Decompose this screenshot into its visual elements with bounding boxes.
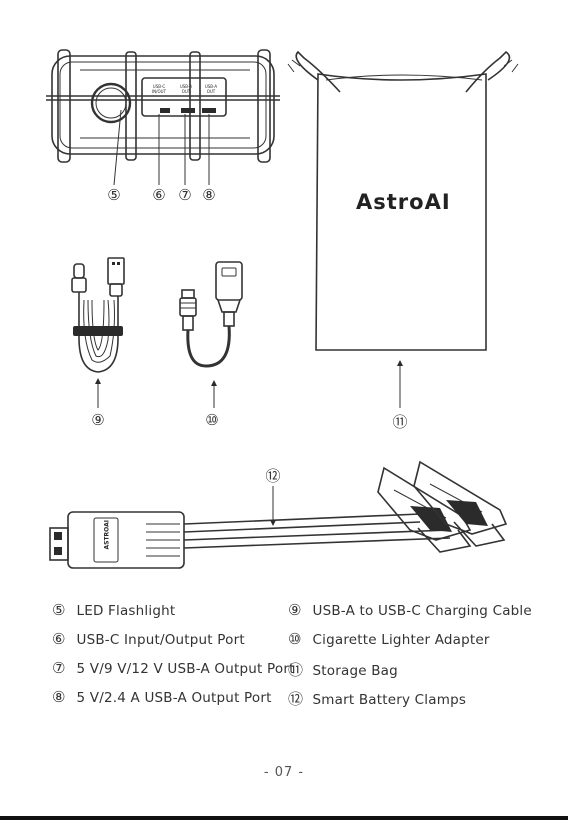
- page-number: - 07 -: [0, 765, 568, 780]
- callout-11: ⑪: [389, 411, 411, 432]
- callout-9: ⑨: [87, 411, 109, 429]
- legend-number: ⑫: [288, 688, 308, 709]
- callout-5: ⑤: [103, 186, 125, 204]
- legend-text: Storage Bag: [313, 663, 398, 679]
- legend-text: 5 V/9 V/12 V USB-A Output Port: [77, 661, 295, 677]
- legend-item-7: ⑦ 5 V/9 V/12 V USB-A Output Port: [52, 659, 295, 677]
- legend-text: Cigarette Lighter Adapter: [313, 632, 490, 648]
- callout-7: ⑦: [174, 186, 196, 204]
- legend-item-11: ⑪ Storage Bag: [288, 659, 398, 680]
- legend-number: ⑤: [52, 601, 72, 619]
- legend-text: 5 V/2.4 A USB-A Output Port: [77, 690, 272, 706]
- port-label-1: USB-C IN/OUT: [147, 84, 171, 94]
- legend-text: LED Flashlight: [77, 603, 176, 619]
- legend-number: ⑩: [288, 630, 308, 648]
- legend-number: ⑥: [52, 630, 72, 648]
- callout-10: ⑩: [201, 411, 223, 429]
- port-label-3: USB-A OUT: [200, 84, 222, 94]
- callout-6: ⑥: [148, 186, 170, 204]
- legend-item-8: ⑧ 5 V/2.4 A USB-A Output Port: [52, 688, 272, 706]
- port-label-2: USB-A OUT: [175, 84, 197, 94]
- legend-text: USB-A to USB-C Charging Cable: [313, 603, 532, 619]
- legend-item-12: ⑫ Smart Battery Clamps: [288, 688, 466, 709]
- callout-8: ⑧: [198, 186, 220, 204]
- legend-number: ⑨: [288, 601, 308, 619]
- callout-12: ⑫: [262, 465, 284, 486]
- legend-item-5: ⑤ LED Flashlight: [52, 601, 175, 619]
- clamp-box-label: ASTROAI: [104, 530, 111, 550]
- legend-item-6: ⑥ USB-C Input/Output Port: [52, 630, 245, 648]
- legend-item-9: ⑨ USB-A to USB-C Charging Cable: [288, 601, 532, 619]
- legend-text: USB-C Input/Output Port: [77, 632, 245, 648]
- legend-number: ⑧: [52, 688, 72, 706]
- bottom-rule: [0, 816, 568, 820]
- bag-brand-logo: AstroAI: [356, 190, 451, 214]
- legend-number: ⑪: [288, 659, 308, 680]
- legend-item-10: ⑩ Cigarette Lighter Adapter: [288, 630, 490, 648]
- legend-number: ⑦: [52, 659, 72, 677]
- legend-text: Smart Battery Clamps: [313, 692, 467, 708]
